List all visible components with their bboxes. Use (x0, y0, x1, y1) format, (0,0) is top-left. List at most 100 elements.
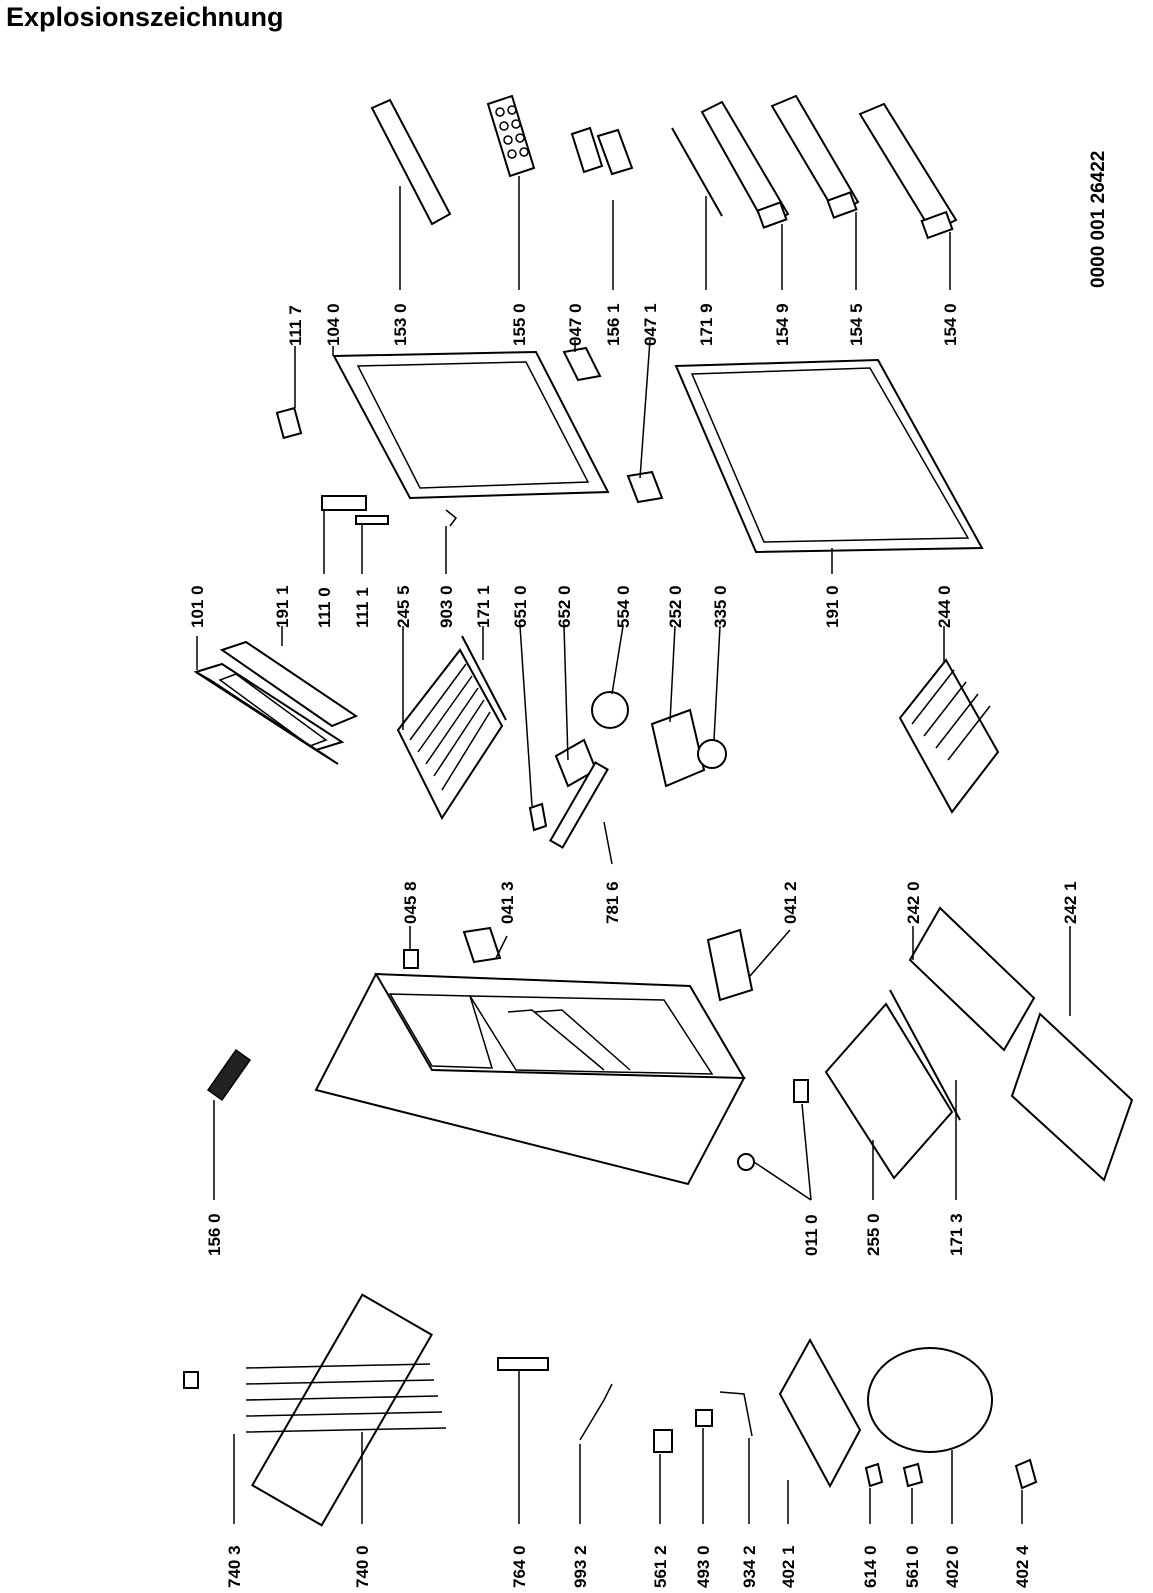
page-title: Explosionszeichnung (6, 2, 284, 32)
bracket-041-2 (706, 928, 754, 1002)
crisper-lower (1010, 1012, 1134, 1182)
butter-box-lid (596, 128, 634, 176)
part-label: 402 0 (943, 1545, 962, 1588)
part-label: 245 5 (394, 585, 413, 628)
clip-402-4 (1014, 1458, 1038, 1490)
crisper-upper (908, 906, 1036, 1052)
strip-171-3 (889, 989, 961, 1121)
refrigerator-cabinet (314, 972, 746, 1186)
hinge-pin-045-8 (403, 949, 419, 969)
foot-011-0-b (793, 1079, 809, 1103)
part-label: 156 0 (205, 1213, 224, 1256)
door-bin-middle (770, 94, 860, 216)
part-label: 111 7 (286, 305, 305, 346)
part-label: 153 0 (391, 303, 410, 346)
part-label: 255 0 (864, 1213, 883, 1256)
part-label: 154 0 (941, 303, 960, 346)
part-label: 740 0 (353, 1545, 372, 1588)
door-lower (674, 358, 984, 554)
part-label: 011 0 (802, 1214, 821, 1256)
wire-934-2 (719, 1391, 753, 1437)
part-label: 111 1 (353, 587, 372, 628)
part-label: 156 1 (604, 303, 623, 346)
foot-011-0-a (737, 1153, 755, 1171)
part-label: 561 2 (651, 1545, 670, 1588)
butter-box (570, 126, 604, 174)
part-label: 651 0 (511, 585, 530, 628)
part-label: 781 6 (603, 881, 622, 924)
bracket-041-3 (462, 926, 502, 964)
wire-shelf-upper (396, 648, 504, 821)
door-bin-lower (858, 102, 958, 234)
freezer-door-frame (193, 662, 345, 765)
drier-764-0 (497, 1357, 549, 1371)
part-label: 104 0 (324, 303, 343, 346)
compressor-402-0 (867, 1347, 993, 1453)
part-label: 041 2 (781, 881, 800, 924)
screw-903-0 (445, 509, 458, 527)
part-label: 154 9 (773, 303, 792, 346)
handle-111-0 (321, 495, 367, 511)
egg-tray (486, 94, 536, 178)
part-label: 252 0 (666, 585, 685, 628)
part-label: 154 5 (847, 303, 866, 346)
glass-shelf (898, 658, 1000, 814)
capacitor-493-0 (695, 1409, 713, 1427)
part-label: 171 3 (947, 1213, 966, 1256)
hinge-047-0 (562, 346, 602, 382)
part-label: 764 0 (510, 1545, 529, 1588)
part-label: 041 3 (498, 881, 517, 924)
door-rod (671, 127, 723, 217)
part-label: 554 0 (614, 585, 633, 628)
part-illustrations (183, 94, 1134, 1527)
condenser (245, 1293, 447, 1527)
document-number: 0000 001 26422 (1088, 151, 1109, 288)
part-label: 402 1 (779, 1545, 798, 1588)
knob-335-0 (697, 739, 727, 769)
part-label: 045 8 (401, 881, 420, 924)
part-label: 561 0 (903, 1545, 922, 1588)
badge-111-7 (275, 406, 303, 440)
part-label: 101 0 (188, 585, 207, 628)
clip-740-3 (183, 1371, 199, 1389)
part-label: 402 4 (1013, 1545, 1032, 1588)
door-bin-upper (700, 100, 790, 228)
part-label: 934 2 (740, 1545, 759, 1588)
part-label: 171 9 (697, 303, 716, 346)
relay-561-2 (653, 1429, 673, 1453)
fan-cover-252-0 (650, 708, 706, 788)
fan-554-0 (591, 691, 629, 729)
part-label: 191 0 (823, 585, 842, 628)
thermostat-651-0 (528, 802, 548, 832)
part-label: 740 3 (225, 1545, 244, 1588)
shelf-rail (370, 98, 452, 226)
strip-171-1 (461, 635, 507, 721)
part-label: 493 0 (694, 1545, 713, 1588)
part-label: 242 1 (1061, 881, 1080, 924)
cable-993-2 (579, 1383, 613, 1441)
part-label: 047 1 (641, 303, 660, 346)
clip-614-0 (864, 1462, 884, 1488)
door-upper (332, 350, 610, 500)
hinge-047-1 (626, 470, 664, 504)
part-label: 614 0 (861, 1545, 880, 1588)
part-label: 335 0 (711, 585, 730, 628)
freezer-door-seal (219, 640, 359, 728)
leader-lines (196, 176, 1071, 1524)
part-label: 171 1 (474, 585, 493, 628)
part-label: 652 0 (555, 585, 574, 628)
strip-111-1 (355, 515, 389, 525)
part-label: 191 1 (273, 585, 292, 628)
ice-tray (206, 1048, 252, 1102)
clip-561-0 (902, 1462, 924, 1488)
part-label: 903 0 (437, 585, 456, 628)
part-label: 244 0 (935, 585, 954, 628)
compressor-plate-402-1 (778, 1337, 862, 1489)
part-label: 155 0 (510, 303, 529, 346)
part-label: 111 0 (315, 587, 334, 628)
part-label: 242 0 (904, 881, 923, 924)
light-781-6 (549, 761, 609, 849)
part-labels: 111 7 104 0 153 0 155 0 047 0 156 1 047 … (188, 303, 1080, 1588)
part-label: 047 0 (566, 303, 585, 346)
